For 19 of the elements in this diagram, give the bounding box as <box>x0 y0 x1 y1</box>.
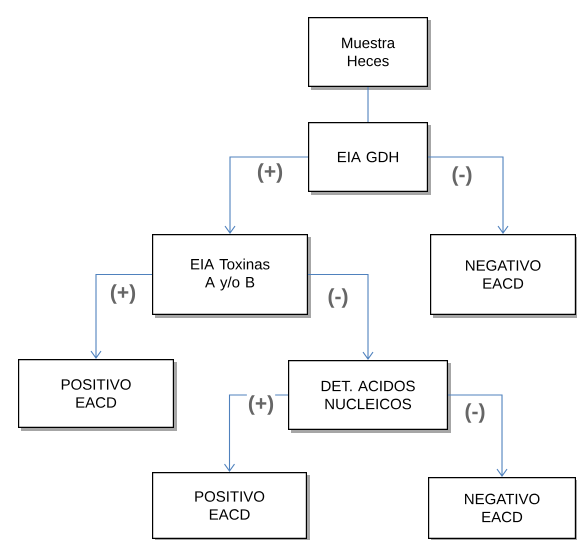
edge-label: (-) <box>464 402 486 424</box>
process-box: EIA Toxinas A y/o B <box>152 234 311 318</box>
edge-label: (+) <box>256 162 284 184</box>
edge-label: (+) <box>108 283 138 305</box>
arrow <box>448 394 508 477</box>
process-box: POSITIVO EACD <box>152 472 310 540</box>
process-box: DET. ACIDOS NUCLEICOS <box>288 360 451 433</box>
edge-label: (-) <box>326 287 350 309</box>
process-box: Muestra Heces <box>308 17 431 90</box>
process-box: POSITIVO EACD <box>18 359 177 431</box>
arrow <box>308 274 374 360</box>
arrow <box>90 274 152 359</box>
edge-label: (+) <box>246 394 276 416</box>
process-box: NEGATIVO EACD <box>430 234 577 318</box>
edge-label: (-) <box>450 165 474 187</box>
arrow <box>428 156 508 234</box>
process-box: EIA GDH <box>308 122 431 195</box>
arrow <box>224 156 308 234</box>
process-box: NEGATIVO EACD <box>428 477 577 540</box>
